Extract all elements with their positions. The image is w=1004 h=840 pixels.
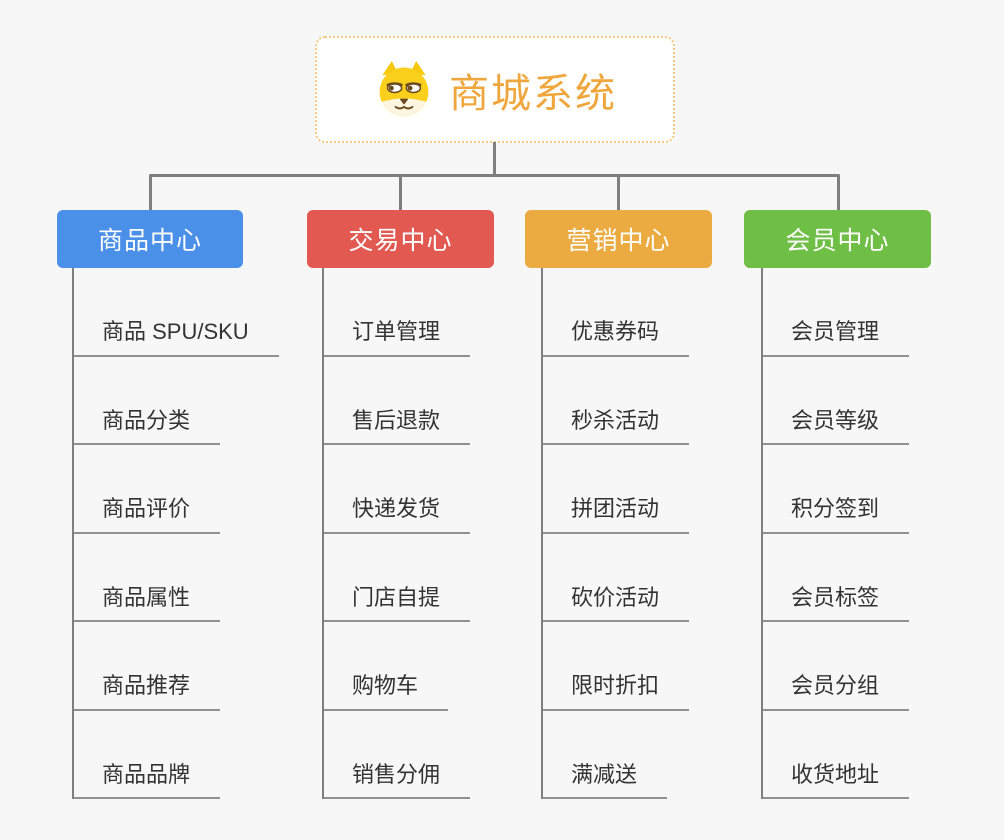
leaf-node[interactable]: 砍价活动 [541,584,690,622]
leaf-row: 售后退款 [322,357,471,445]
connector-drop-line [399,176,402,210]
leaf-row: 拼团活动 [541,445,690,534]
leaf-row: 会员分组 [761,622,910,711]
leaf-node[interactable]: 商品分类 [72,407,221,445]
leaf-node[interactable]: 会员标签 [761,584,910,622]
connector-drop-line [149,176,152,210]
leaf-row: 砍价活动 [541,534,690,622]
connector-drop-line [617,176,620,210]
leaf-row: 快递发货 [322,445,471,534]
leaf-row: 收货地址 [761,711,910,799]
leaf-row: 门店自提 [322,534,471,622]
connector-bus-line [149,174,840,177]
leaf-node[interactable]: 优惠券码 [541,318,690,357]
connector-drop-line [837,176,840,210]
leaf-node[interactable]: 订单管理 [322,318,471,357]
leaf-row: 优惠券码 [541,268,690,357]
dog-face-icon [373,60,435,120]
leaf-node[interactable]: 购物车 [322,672,449,711]
root-node[interactable]: 商城系统 [315,36,675,143]
leaf-node[interactable]: 收货地址 [761,761,910,799]
branch-label: 交易中心 [348,227,453,255]
leaf-column-marketing-center: 优惠券码 秒杀活动 拼团活动 砍价活动 限时折扣 满减送 [541,268,690,799]
root-title: 商城系统 [449,71,617,116]
branch-node-product-center[interactable]: 商品中心 [57,210,243,268]
leaf-column-product-center: 商品 SPU/SKU 商品分类 商品评价 商品属性 商品推荐 商品品牌 [72,268,279,799]
connector-root-stub [493,142,496,175]
leaf-node[interactable]: 商品推荐 [72,672,221,711]
leaf-row: 商品 SPU/SKU [72,268,279,357]
leaf-node[interactable]: 售后退款 [322,407,471,445]
leaf-node[interactable]: 会员分组 [761,672,910,711]
branch-node-member-center[interactable]: 会员中心 [744,210,931,268]
leaf-node[interactable]: 积分签到 [761,495,910,534]
leaf-node[interactable]: 销售分佣 [322,761,471,799]
leaf-row: 会员管理 [761,268,910,357]
leaf-node[interactable]: 商品品牌 [72,761,221,799]
leaf-row: 商品属性 [72,534,279,622]
leaf-node[interactable]: 秒杀活动 [541,407,690,445]
leaf-row: 商品分类 [72,357,279,445]
leaf-node[interactable]: 满减送 [541,761,668,799]
leaf-row: 商品推荐 [72,622,279,711]
leaf-row: 满减送 [541,711,689,799]
leaf-node[interactable]: 限时折扣 [541,672,690,711]
leaf-node[interactable]: 商品评价 [72,495,221,534]
leaf-node[interactable]: 商品属性 [72,584,221,622]
leaf-node[interactable]: 会员等级 [761,407,910,445]
leaf-column-trade-center: 订单管理 售后退款 快递发货 门店自提 购物车 销售分佣 [322,268,471,799]
branch-node-trade-center[interactable]: 交易中心 [307,210,494,268]
leaf-node[interactable]: 拼团活动 [541,495,690,534]
leaf-row: 秒杀活动 [541,357,690,445]
leaf-row: 订单管理 [322,268,471,357]
leaf-row: 积分签到 [761,445,910,534]
leaf-row: 购物车 [322,622,470,711]
leaf-column-member-center: 会员管理 会员等级 积分签到 会员标签 会员分组 收货地址 [761,268,910,799]
leaf-row: 会员标签 [761,534,910,622]
leaf-node[interactable]: 门店自提 [322,584,471,622]
leaf-row: 会员等级 [761,357,910,445]
branch-label: 商品中心 [97,227,202,255]
leaf-row: 销售分佣 [322,711,471,799]
leaf-node[interactable]: 商品 SPU/SKU [72,318,279,357]
branch-node-marketing-center[interactable]: 营销中心 [525,210,712,268]
leaf-node[interactable]: 快递发货 [322,495,471,534]
leaf-row: 商品评价 [72,445,279,534]
leaf-row: 限时折扣 [541,622,690,711]
leaf-row: 商品品牌 [72,711,279,799]
leaf-node[interactable]: 会员管理 [761,318,910,357]
branch-label: 营销中心 [566,227,671,255]
branch-label: 会员中心 [785,227,890,255]
